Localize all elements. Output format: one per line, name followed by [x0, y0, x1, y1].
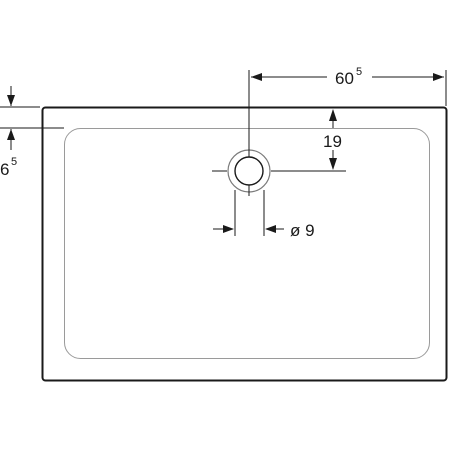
tray-outer-outline	[41, 106, 448, 382]
depth-label: 19	[323, 132, 342, 151]
rim-dimension: 6 5	[0, 86, 64, 179]
drain-diameter-dimension: ø 9	[213, 190, 315, 240]
width-label: 60	[335, 69, 354, 88]
drain-diameter-label: ø 9	[290, 221, 315, 240]
rim-label: 6	[0, 160, 9, 179]
width-dimension: 60 5	[248, 66, 447, 152]
drain-symbol	[212, 142, 286, 196]
rim-label-sup: 5	[11, 156, 17, 168]
depth-dimension: 19	[286, 109, 346, 172]
tray-inner-basin	[64, 128, 430, 359]
width-label-sup: 5	[356, 66, 362, 78]
